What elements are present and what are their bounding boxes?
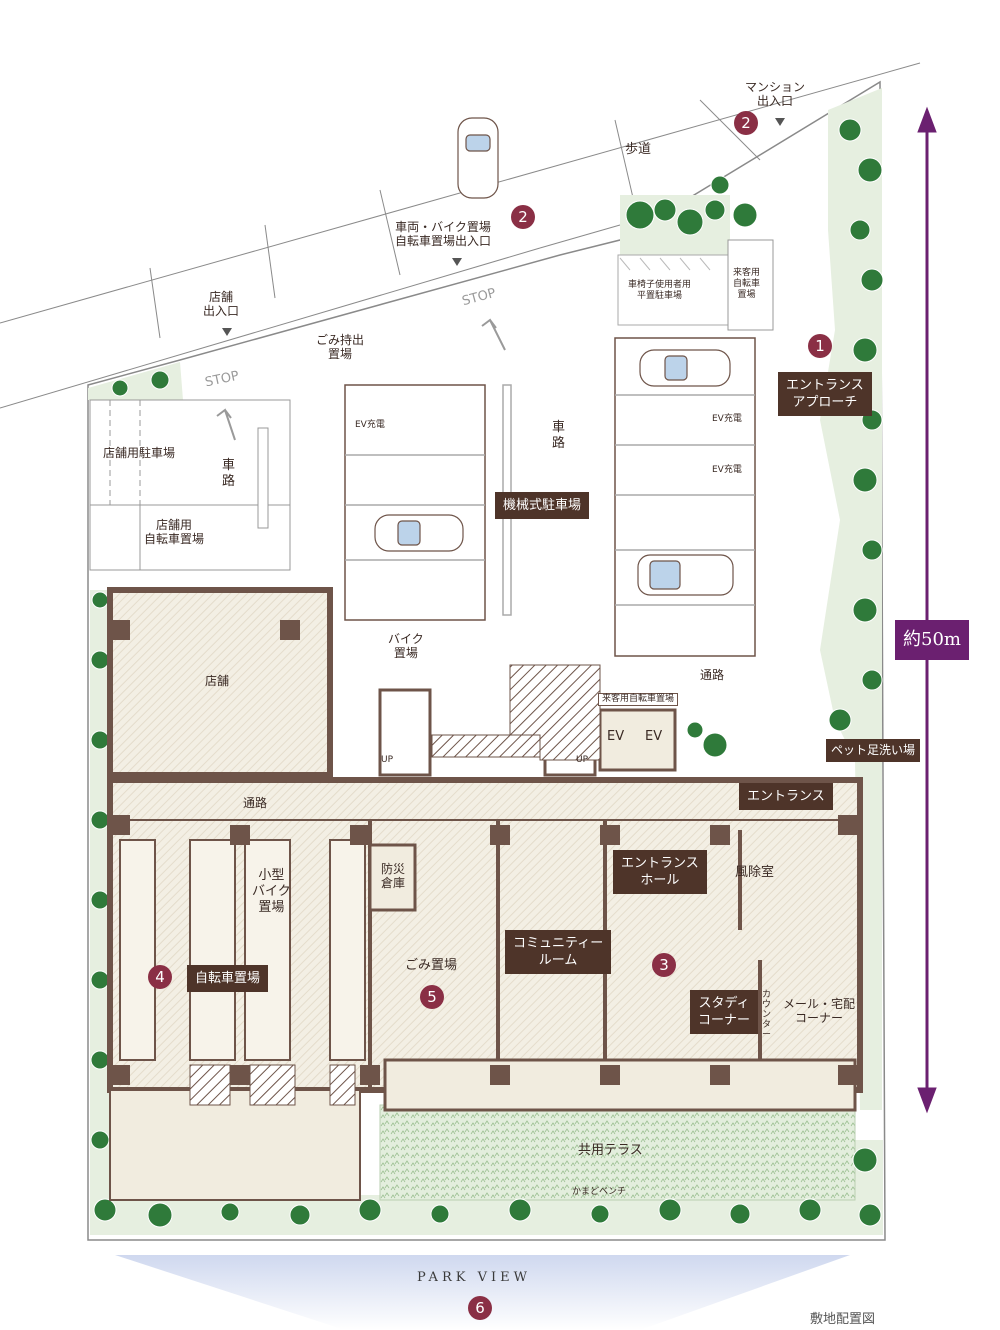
marker-3: 3 — [652, 953, 676, 977]
marker-5: 5 — [420, 985, 444, 1009]
park-view-band — [115, 1255, 850, 1330]
shop-bike-label: 店舗用自転車置場 — [144, 518, 205, 546]
mansion-entrance-label: マンション出入口 — [745, 80, 806, 108]
marker-2b: 2 — [511, 205, 535, 229]
shop-parking-label: 店舗用駐車場 — [103, 446, 176, 460]
ev-label-2: EV — [645, 729, 663, 744]
sidewalk-label: 歩道 — [625, 142, 652, 157]
passage-right-label: 通路 — [700, 668, 725, 682]
mechanical-parking-label: 機械式駐車場 — [495, 492, 590, 519]
road-left-label: 車路 — [222, 458, 236, 489]
guest-bike-label: 来客用自転車置場 — [733, 268, 761, 300]
park-view-label: PARK VIEW — [417, 1270, 531, 1285]
community-room-label: コミュニティールーム — [505, 930, 612, 974]
street — [0, 62, 921, 409]
ev-label-1: EV — [607, 729, 625, 744]
ev-charge-label-3: EV充電 — [712, 465, 742, 475]
bicycle-parking-label: 自転車置場 — [187, 965, 269, 992]
wheelchair-parking — [617, 239, 774, 331]
scale-arrow — [917, 106, 937, 1114]
small-bike-label: 小型バイク置場 — [252, 868, 291, 915]
marker-2a: 2 — [734, 111, 758, 135]
pet-wash-label: ペット足洗い場 — [826, 739, 921, 762]
shop-label: 店舗 — [205, 674, 230, 688]
mail-corner-label: メール・宅配コーナー — [783, 997, 856, 1025]
shop-parking-area — [89, 399, 291, 571]
entrance-label: エントランス — [739, 783, 833, 810]
mechanical-parking — [344, 337, 756, 657]
site-boundary — [87, 80, 886, 1241]
car-icons — [374, 117, 734, 596]
ev-charge-label-2: EV充電 — [712, 414, 742, 424]
up-label-2: UP — [576, 755, 589, 765]
garbage-carry-label: ごみ持出置場 — [316, 333, 365, 361]
disaster-storage-label: 防災倉庫 — [381, 862, 406, 890]
common-terrace-label: 共用テラス — [578, 1143, 643, 1158]
road-center-label: 車路 — [552, 420, 566, 451]
study-corner-label: スタディコーナー — [690, 990, 759, 1034]
windbreak-label: 風除室 — [735, 865, 775, 880]
entrance-triangles — [222, 118, 785, 336]
up-label-1: UP — [381, 755, 394, 765]
entrance-hall-label: エントランスホール — [613, 850, 707, 894]
scale-label: 約50m — [895, 620, 969, 660]
guest-bike-2-label: 来客用自転車置場 — [598, 693, 679, 706]
stop-markings — [216, 318, 506, 441]
pillars — [110, 620, 858, 1085]
shop-entrance-label: 店舗出入口 — [203, 290, 240, 318]
site-plan-caption: 敷地配置図 — [810, 1312, 876, 1327]
passage-left-label: 通路 — [243, 796, 268, 810]
bike-parking-label: バイク置場 — [388, 632, 424, 660]
ev-charge-label-1: EV充電 — [355, 420, 385, 430]
garbage-label: ごみ置場 — [405, 958, 458, 973]
vehicle-entrance-label: 車両・バイク置場自転車置場出入口 — [395, 220, 492, 248]
marker-4: 4 — [148, 965, 172, 989]
marker-6: 6 — [468, 1296, 492, 1320]
kamado-bench-label: かまどベンチ — [572, 1187, 627, 1197]
wheelchair-parking-label: 車椅子使用者用平置駐車場 — [628, 280, 692, 301]
counter-label: カウンター — [762, 990, 772, 1040]
marker-1: 1 — [808, 334, 832, 358]
entrance-approach-label: エントランスアプローチ — [778, 372, 872, 416]
stair-ramps — [189, 664, 601, 1106]
